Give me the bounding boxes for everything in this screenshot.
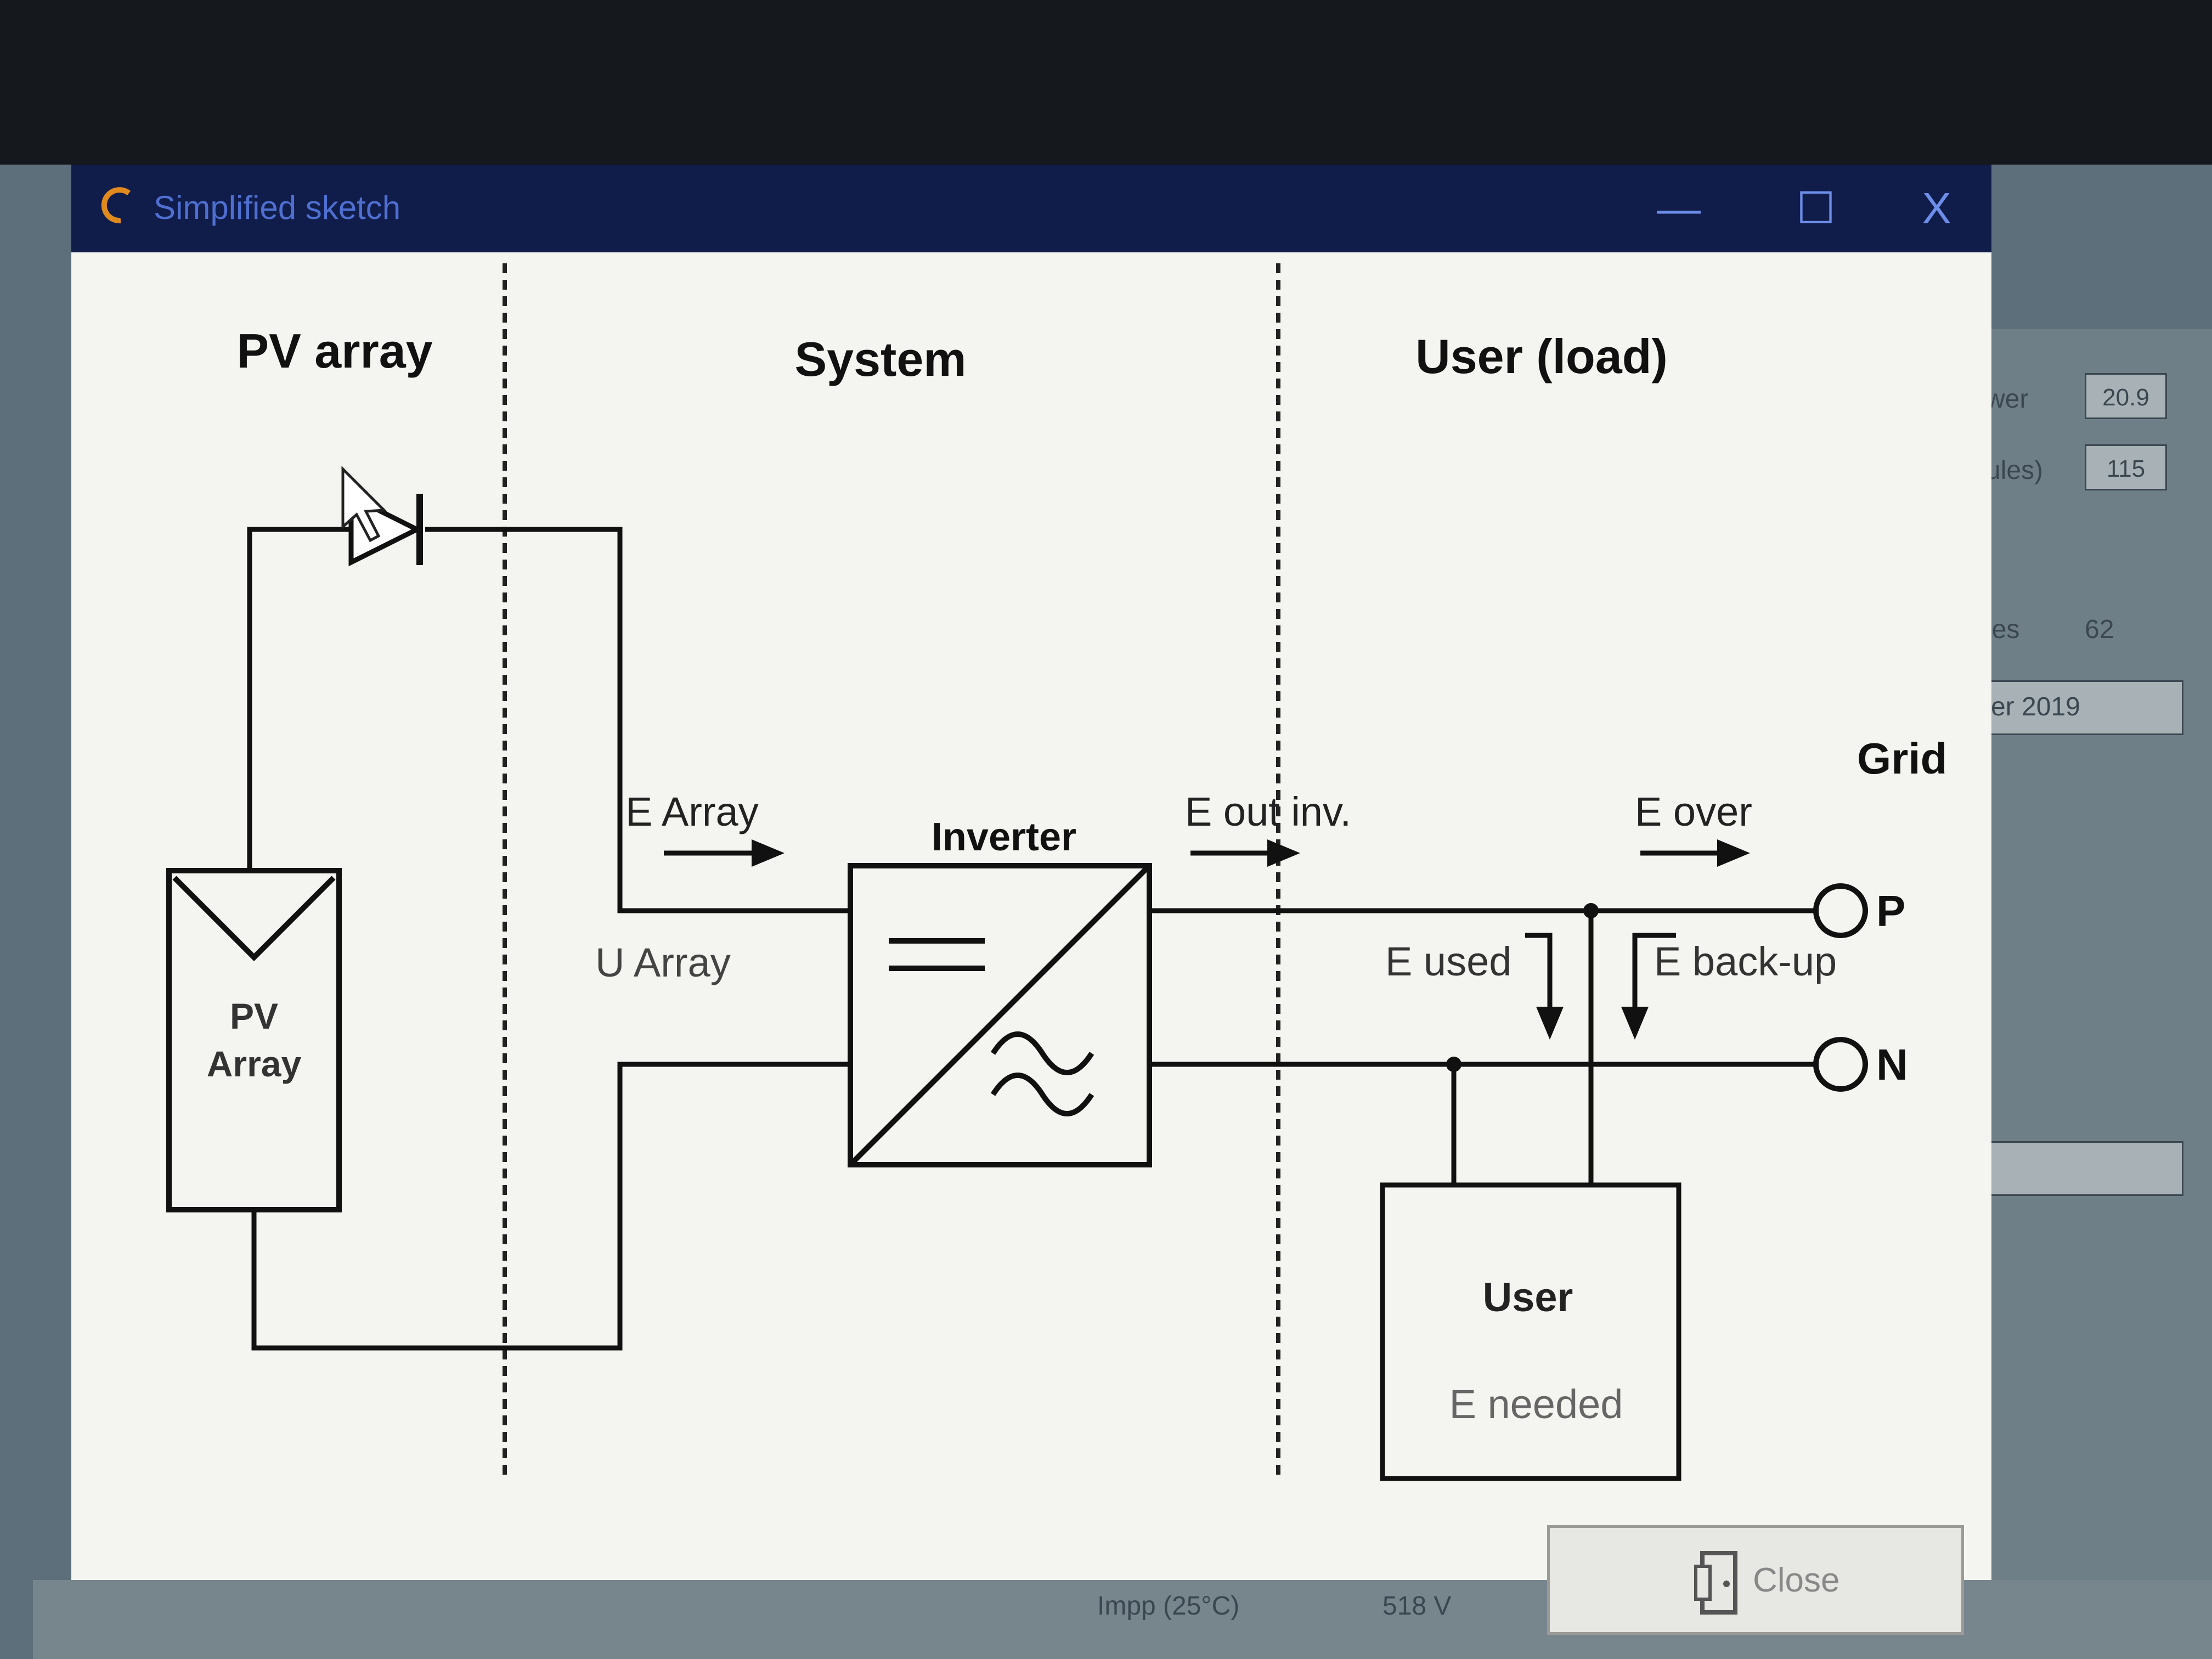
user-box-title: User xyxy=(1483,1274,1573,1320)
e-backup-arrow-icon xyxy=(1621,933,1676,1040)
maximize-button[interactable]: ☐ xyxy=(1761,176,1871,241)
terminal-n-label: N xyxy=(1876,1040,1908,1089)
junction-p xyxy=(1583,903,1599,918)
bg-bottom-label: Impp (25°C) xyxy=(1097,1592,1240,1621)
pv-module-label-line2: Array xyxy=(207,1043,302,1084)
close-button[interactable]: Close xyxy=(1547,1525,1964,1635)
e-backup-label: E back-up xyxy=(1654,939,1837,984)
close-window-button[interactable]: X xyxy=(1882,176,1991,241)
e-out-inv-label: E out inv. xyxy=(1185,789,1351,834)
app-logo-icon xyxy=(101,187,131,224)
e-used-label: E used xyxy=(1385,939,1511,984)
e-used-arrow-icon xyxy=(1525,933,1564,1040)
grid-terminal-n-icon xyxy=(1813,1037,1868,1092)
bg-bottom-value: 518 V xyxy=(1383,1592,1452,1621)
pv-system-diagram: PV array System User (load) xyxy=(166,263,1947,1481)
e-out-inv-arrow-icon xyxy=(1190,839,1300,867)
section-pv-array: PV array xyxy=(236,324,432,378)
e-over-label: E over xyxy=(1635,789,1752,834)
section-user-load: User (load) xyxy=(1415,329,1668,383)
inverter-label: Inverter xyxy=(932,815,1076,859)
e-array-arrow-icon xyxy=(664,839,785,867)
user-box-subtitle: E needed xyxy=(1449,1381,1623,1427)
bg-dropdown[interactable]: rer 2019 xyxy=(1975,680,2183,735)
bg-dropdown-2[interactable] xyxy=(1975,1141,2183,1196)
close-button-label: Close xyxy=(1753,1561,1840,1599)
pv-module-icon xyxy=(166,868,342,1212)
titlebar[interactable]: Simplified sketch — ☐ X xyxy=(71,165,1991,252)
wiring xyxy=(247,527,1816,1351)
grid-label: Grid xyxy=(1857,734,1947,783)
terminal-p-label: P xyxy=(1876,887,1905,935)
grid-terminal-p-icon xyxy=(1813,883,1868,938)
bg-label-3: les xyxy=(1986,615,2020,644)
u-array-label: U Array xyxy=(595,940,731,985)
inverter-icon xyxy=(848,863,1152,1167)
close-icon: X xyxy=(1922,184,1951,233)
junction-n xyxy=(1446,1057,1462,1072)
mouse-cursor-icon xyxy=(341,465,387,543)
window-title: Simplified sketch xyxy=(154,189,401,226)
user-box xyxy=(1380,1182,1681,1481)
e-over-arrow-icon xyxy=(1640,839,1750,867)
e-array-label: E Array xyxy=(625,789,759,834)
bg-field-1[interactable]: 20.9 xyxy=(2085,373,2167,419)
background-side-panel: wer 20.9 ules) 115 les 62 rer 2019 xyxy=(1975,329,2212,1659)
pv-module-label-line1: PV xyxy=(230,996,278,1036)
bg-label-2: ules) xyxy=(1986,456,2044,485)
maximize-icon: ☐ xyxy=(1796,184,1836,233)
bg-value-3: 62 xyxy=(2085,615,2114,644)
minimize-button[interactable]: — xyxy=(1624,176,1734,241)
minimize-icon: — xyxy=(1657,184,1701,233)
section-system: System xyxy=(794,332,966,386)
bg-dropdown-value: rer 2019 xyxy=(1982,692,2080,721)
door-exit-icon xyxy=(1694,1551,1737,1615)
bg-label-1: wer xyxy=(1986,385,2029,414)
bg-field-2[interactable]: 115 xyxy=(2085,444,2167,490)
sketch-canvas: PV array System User (load) xyxy=(71,252,1991,1635)
simplified-sketch-dialog: Simplified sketch — ☐ X PV array System … xyxy=(71,165,1991,1635)
